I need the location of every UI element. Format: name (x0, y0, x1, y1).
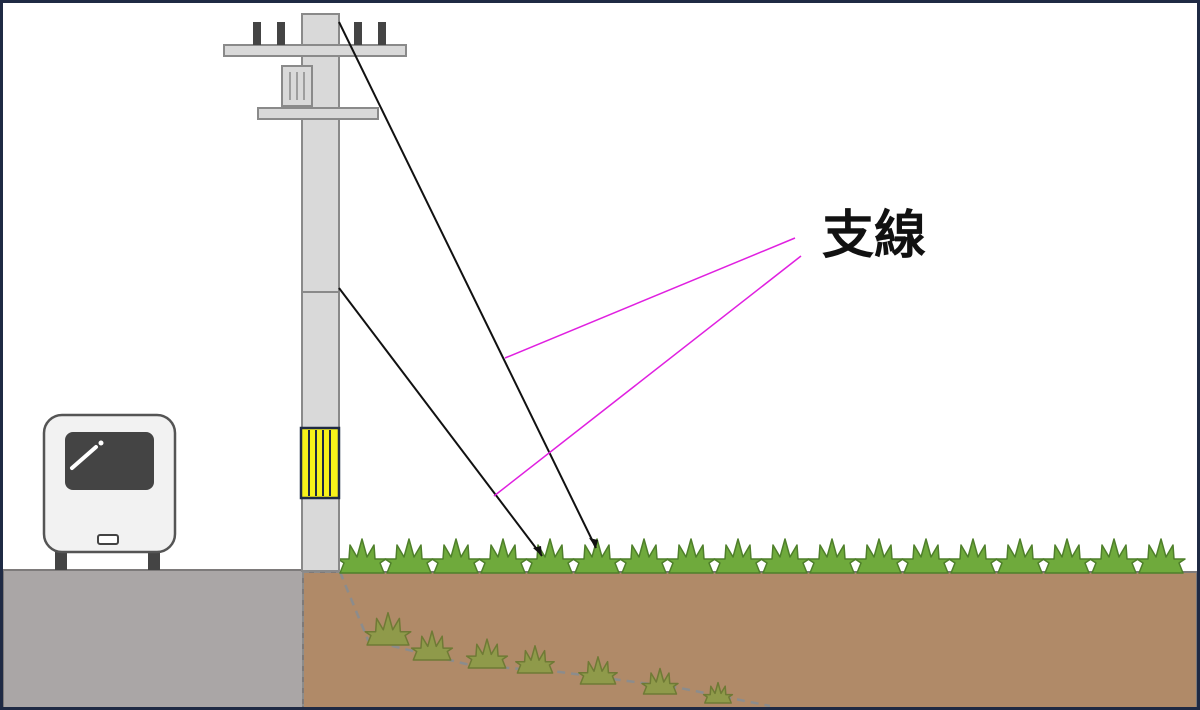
utility-box-foot-left (55, 548, 67, 570)
grass-tuft-icon (948, 538, 998, 574)
guy-wire-label: 支線 (822, 206, 926, 266)
sidewalk (2, 569, 304, 709)
guy-wire-upper (338, 21, 597, 549)
crossarm-lower (257, 107, 379, 120)
grass-tuft-icon (1042, 538, 1092, 574)
insulator-icon (253, 22, 386, 45)
grass-tuft-icon (578, 656, 618, 685)
grass-tuft-icon (807, 538, 857, 574)
grass-tuft-icon (431, 538, 481, 574)
grass-tuft-icon (384, 538, 434, 574)
utility-box-screen-dot (98, 440, 104, 446)
grass-tuft-icon (1089, 538, 1139, 574)
grass-tuft-icon (364, 611, 412, 646)
grass-tuft-icon (515, 645, 555, 674)
utility-box-foot-right (148, 548, 160, 570)
grass-tuft-icon (641, 667, 679, 695)
guy-wire-lower (338, 287, 543, 557)
crossarm-upper (223, 44, 407, 57)
pole-transformer-icon (281, 65, 313, 107)
grass-tuft-icon (995, 538, 1045, 574)
guy-wire-lower-anchor (533, 546, 542, 556)
grass-tuft-icon (465, 638, 509, 669)
buried-grass (364, 611, 734, 704)
utility-box-screen-glare (70, 445, 98, 470)
grass-tuft-icon (478, 538, 528, 574)
grass-tuft-icon (760, 538, 810, 574)
grass-tuft-icon (702, 681, 734, 704)
leader-line-upper (504, 237, 796, 359)
surface-grass (337, 538, 1186, 574)
utility-box-icon (42, 413, 177, 570)
soil (302, 571, 1198, 709)
guy-wire-upper-anchor (589, 538, 598, 548)
grass-tuft-icon (1136, 538, 1186, 574)
grass-tuft-icon (854, 538, 904, 574)
grass-tuft-icon (666, 538, 716, 574)
utility-pole (223, 13, 407, 572)
grass-tuft-icon (410, 630, 454, 661)
grass-tuft-icon (901, 538, 951, 574)
utility-box-screen (65, 432, 154, 490)
soil-cut-boundary (338, 571, 771, 708)
grass-tuft-icon (572, 538, 622, 574)
grass-tuft-icon (713, 538, 763, 574)
pole-sign-icon (299, 426, 341, 500)
grass-tuft-icon (619, 538, 669, 574)
utility-box-handle (97, 534, 119, 545)
leader-line-lower (493, 255, 802, 497)
